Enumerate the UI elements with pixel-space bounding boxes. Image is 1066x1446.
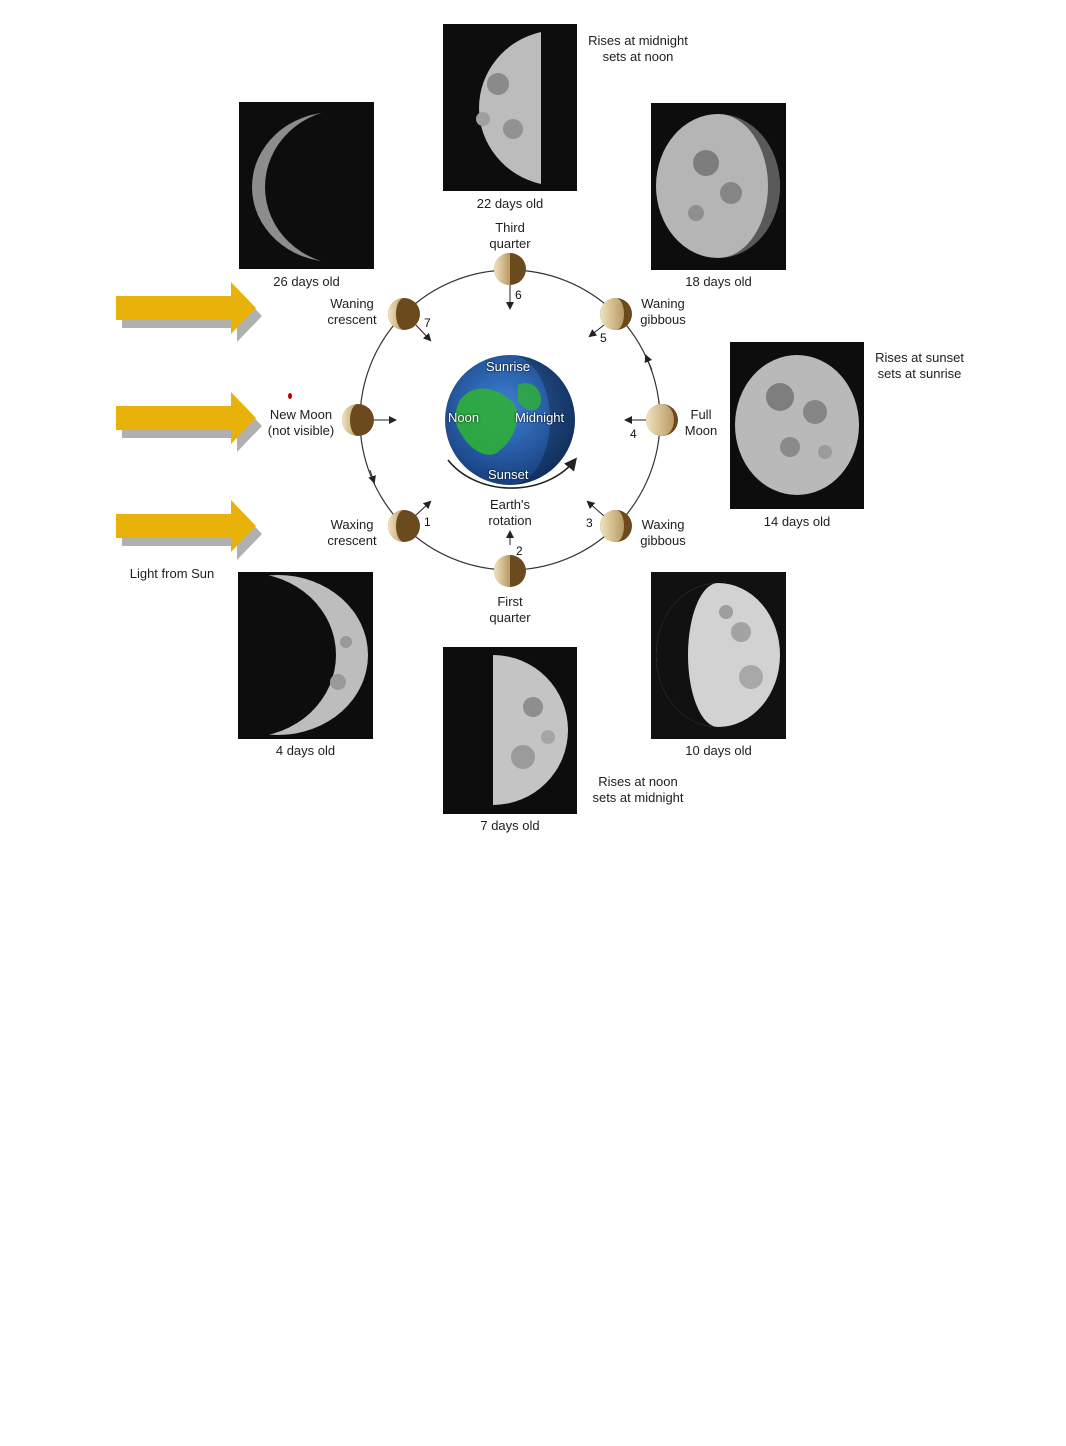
sun-arrow-middle bbox=[116, 392, 262, 452]
number-7: 7 bbox=[424, 316, 431, 330]
moon-position-third-quarter bbox=[494, 253, 526, 285]
number-4: 4 bbox=[630, 427, 637, 441]
moon-position-waxing-gibbous bbox=[600, 510, 632, 542]
moon-photo-22-days bbox=[443, 24, 577, 191]
orbit-direction-arrow bbox=[644, 354, 653, 371]
red-dot-mark bbox=[288, 393, 292, 399]
age-14-days: 14 days old bbox=[763, 514, 831, 529]
orbit-diagram bbox=[342, 253, 678, 587]
number-3: 3 bbox=[586, 516, 593, 530]
third-quarter-photo bbox=[476, 32, 541, 184]
label-first-quarter: First quarter bbox=[489, 594, 531, 625]
age-10-days: 10 days old bbox=[685, 743, 752, 758]
age-18-days: 18 days old bbox=[685, 274, 752, 289]
inward-arrow bbox=[414, 500, 432, 517]
age-7-days: 7 days old bbox=[480, 818, 540, 833]
age-4-days: 4 days old bbox=[275, 743, 336, 758]
moon-photo-26-days bbox=[239, 102, 374, 269]
earth-noon-label: Noon bbox=[448, 410, 480, 425]
earth-sunset-label: Sunset bbox=[488, 467, 529, 482]
earth-midnight-label: Midnight bbox=[515, 410, 565, 425]
moon-position-full bbox=[646, 404, 678, 436]
earth bbox=[445, 355, 575, 485]
earth-rotation-arrow bbox=[447, 457, 577, 489]
waning-gibbous-photo bbox=[656, 114, 780, 258]
note-7-days: Rises at noon sets at midnight bbox=[592, 774, 684, 805]
full-moon-photo bbox=[735, 355, 859, 495]
moon-position-new bbox=[342, 404, 374, 436]
light-from-sun-label: Light from Sun bbox=[129, 566, 215, 581]
inward-arrow bbox=[588, 324, 605, 338]
waxing-crescent-photo bbox=[238, 573, 368, 737]
label-new-moon: New Moon (not visible) bbox=[267, 407, 335, 438]
note-14-days: Rises at sunset sets at sunrise bbox=[875, 350, 964, 381]
moon-photo-10-days bbox=[651, 572, 786, 739]
sun-arrow-top bbox=[116, 282, 262, 342]
age-22-days: 22 days old bbox=[476, 196, 544, 211]
label-waning-gibbous: Waning gibbous bbox=[640, 296, 686, 327]
label-waxing-gibbous: Waxing gibbous bbox=[640, 517, 686, 548]
moon-photo-4-days bbox=[238, 572, 373, 739]
sun-arrows bbox=[116, 282, 262, 560]
number-5: 5 bbox=[600, 331, 607, 345]
earth-sunrise-label: Sunrise bbox=[486, 359, 531, 374]
waxing-gibbous-photo bbox=[656, 583, 780, 727]
note-22-days: Rises at midnight sets at noon bbox=[588, 33, 688, 64]
number-2: 2 bbox=[516, 544, 523, 558]
moon-photo-7-days bbox=[443, 647, 577, 814]
label-waning-crescent: Waning crescent bbox=[327, 296, 377, 327]
number-6: 6 bbox=[515, 288, 522, 302]
moon-photo-14-days bbox=[730, 342, 864, 509]
moon-position-first-quarter bbox=[494, 555, 526, 587]
label-third-quarter: Third quarter bbox=[489, 220, 531, 251]
sun-arrow-bottom bbox=[116, 500, 262, 560]
inward-arrow bbox=[415, 324, 432, 342]
number-1: 1 bbox=[424, 515, 431, 529]
moon-photo-18-days bbox=[651, 103, 786, 270]
earth-rotation-label: Earth's rotation bbox=[488, 497, 532, 528]
moon-position-waxing-crescent bbox=[388, 510, 420, 542]
waning-crescent-photo bbox=[252, 109, 374, 265]
label-waxing-crescent: Waxing crescent bbox=[327, 517, 377, 548]
moon-position-waning-gibbous bbox=[600, 298, 632, 330]
first-quarter-photo bbox=[493, 655, 568, 805]
moon-position-waning-crescent bbox=[388, 298, 420, 330]
age-26-days: 26 days old bbox=[273, 274, 340, 289]
inward-arrow bbox=[586, 500, 605, 517]
label-full-moon: Full Moon bbox=[684, 407, 718, 438]
orbit-direction-arrow bbox=[368, 469, 376, 484]
